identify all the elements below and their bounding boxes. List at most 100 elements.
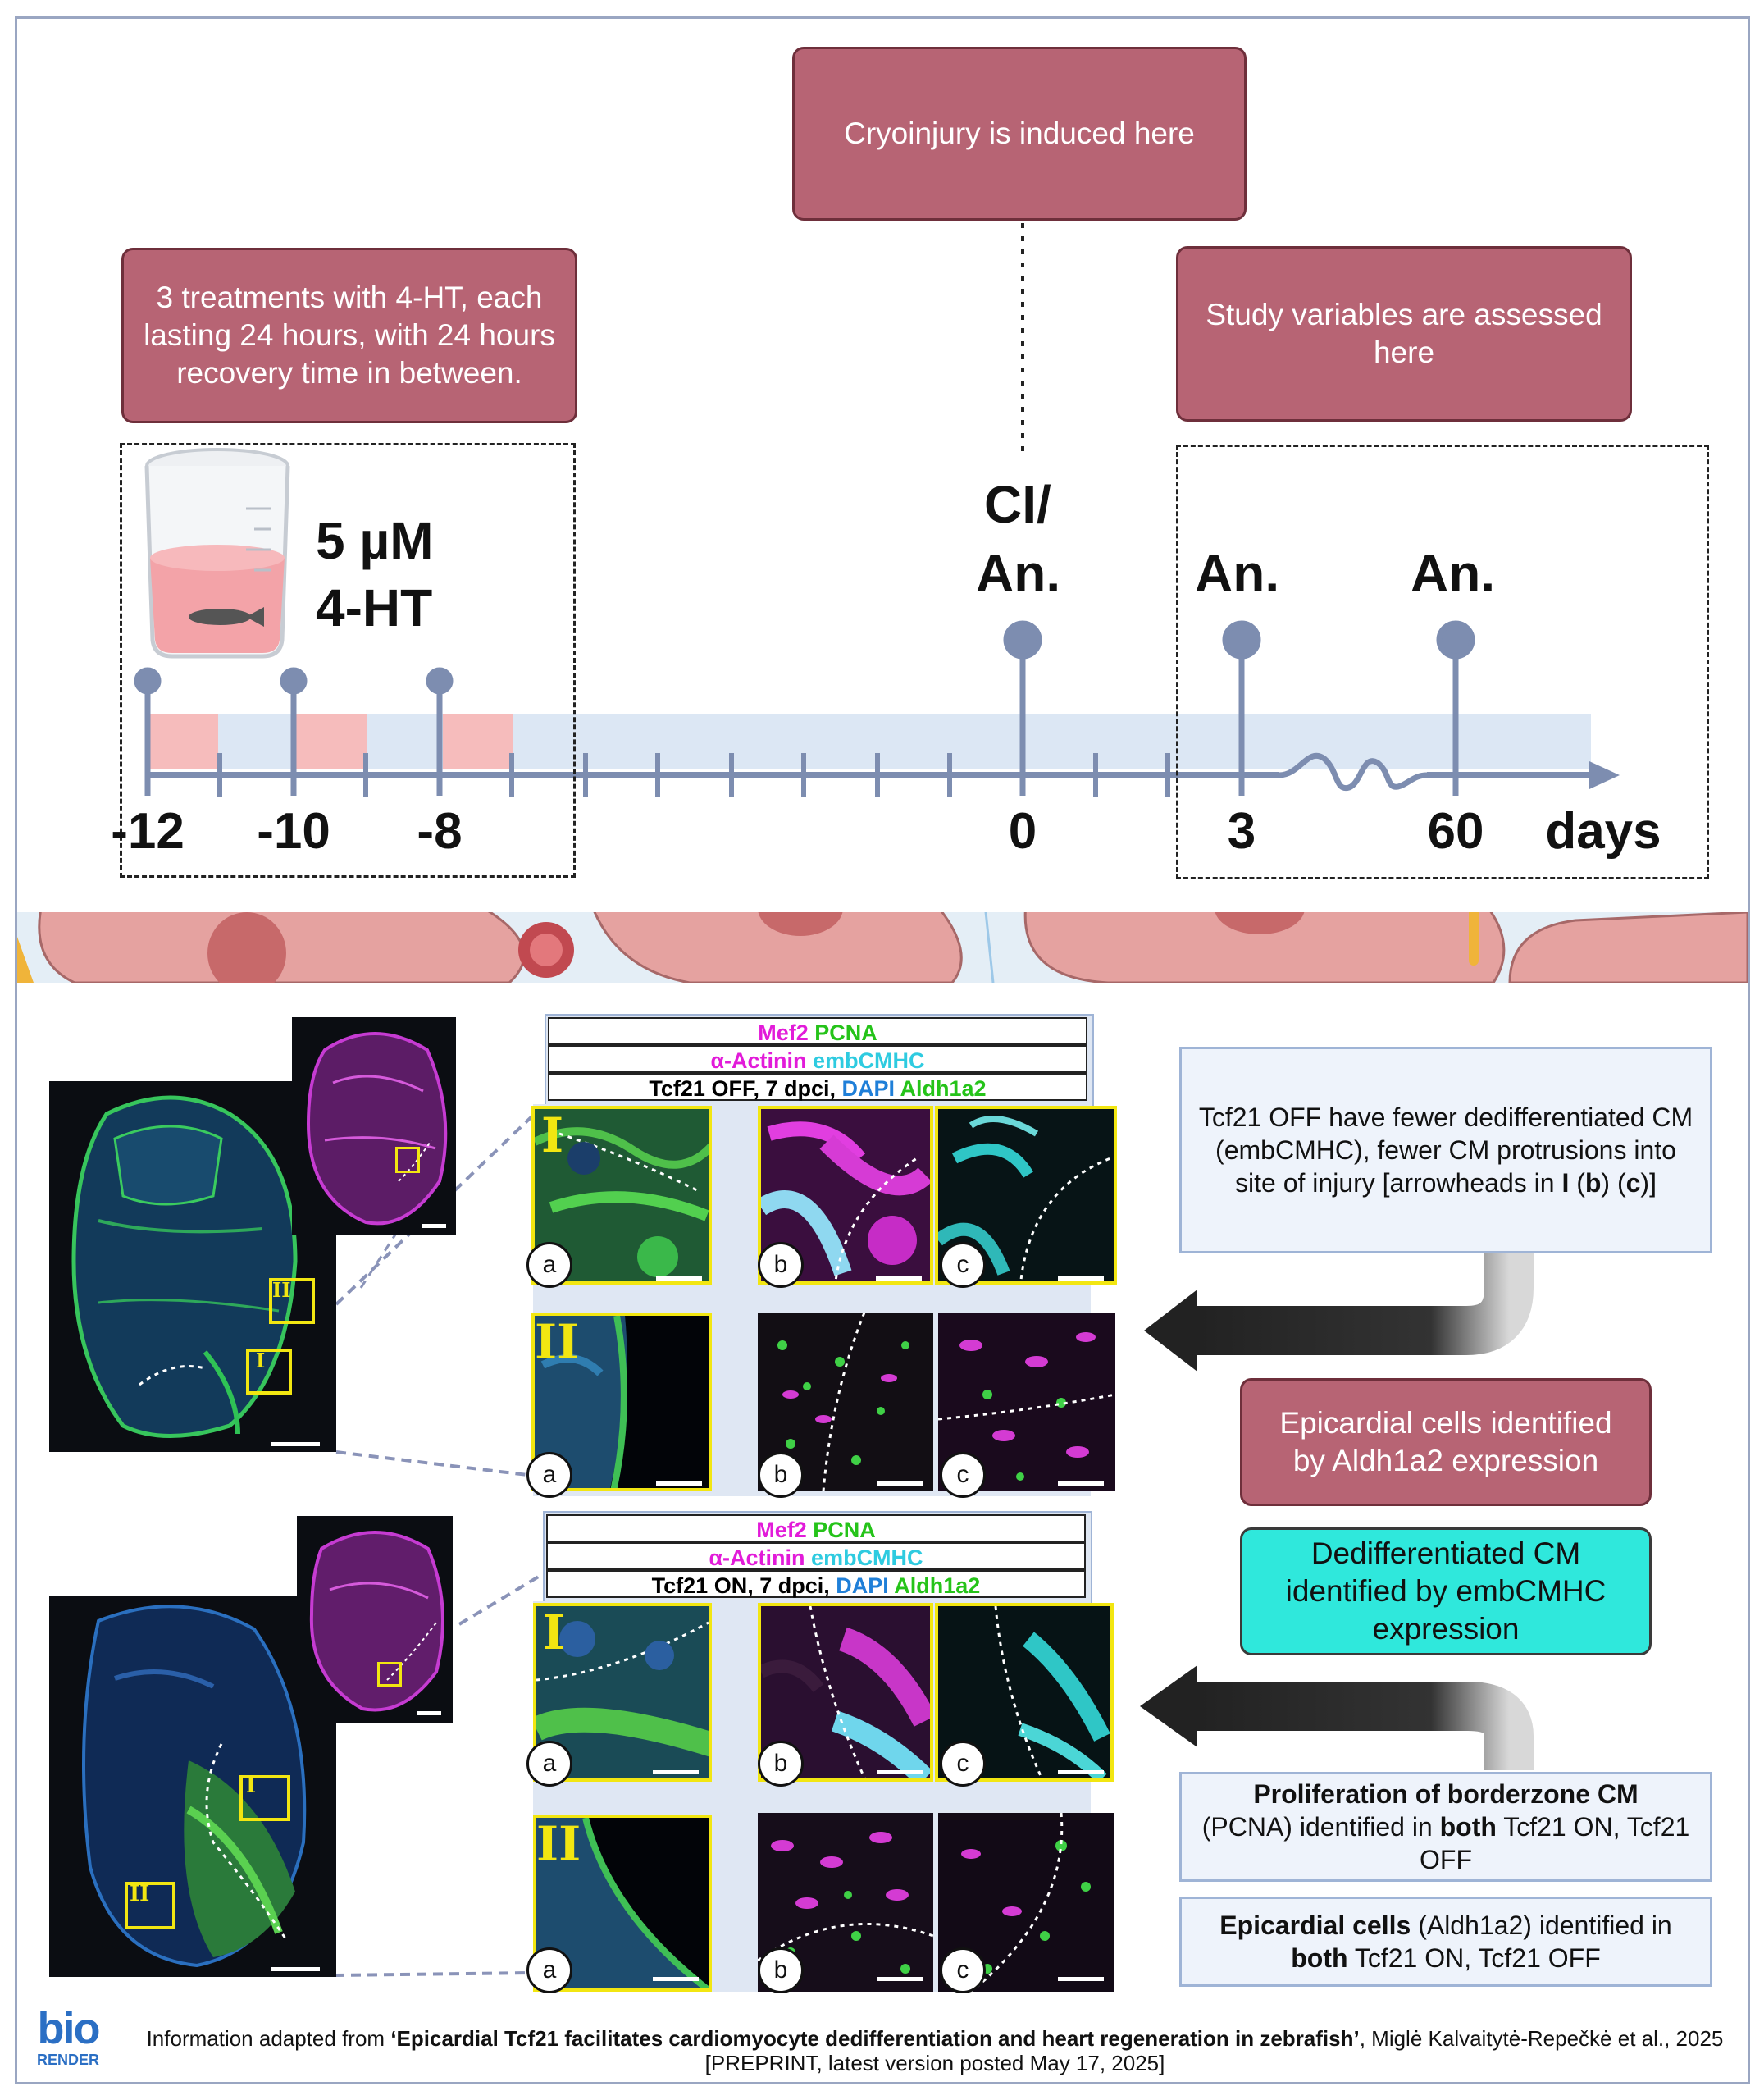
roi-box-II — [125, 1882, 175, 1929]
roi-label-I: I — [256, 1349, 266, 1372]
prolif-bold: Proliferation of borderzone CM — [1253, 1779, 1639, 1809]
citation-prefix: Information adapted from — [146, 2026, 385, 2051]
stain-actinin: α-Actinin — [709, 1545, 805, 1570]
treatment-block-3 — [443, 714, 513, 769]
off-note-text: Tcf21 OFF have fewer dedifferentiated CM… — [1198, 1102, 1693, 1198]
on-header-row-1: Mef2 PCNA — [546, 1514, 1086, 1542]
off-header-row-2: α-Actinin embCMHC — [548, 1045, 1087, 1073]
panel-letter-b: b — [758, 1947, 804, 1993]
stain-embcmhc: embCMHC — [811, 1545, 923, 1570]
off-note-c: c — [1625, 1168, 1641, 1198]
days-label: days — [1545, 803, 1661, 860]
treatment-box: 3 treatments with 4-HT, each lasting 24 … — [121, 248, 577, 423]
timeline-axis — [134, 223, 1620, 797]
on-header-row-2: α-Actinin embCMHC — [546, 1542, 1086, 1570]
scale-bar — [1058, 1977, 1104, 1981]
scale-bar — [656, 1481, 702, 1486]
scale-bar — [1058, 1770, 1104, 1774]
epi2-bold: Epicardial cells — [1219, 1911, 1411, 1940]
inset-roi-box — [377, 1662, 402, 1687]
study-variables-box: Study variables are assessed here — [1176, 246, 1632, 422]
dose-text-2: 4-HT — [316, 578, 433, 637]
cryoinjury-box: Cryoinjury is induced here — [792, 47, 1247, 221]
panel-letter-c: c — [940, 1242, 986, 1288]
roi-label-II: II — [272, 1278, 291, 1302]
scale-bar — [656, 1276, 702, 1281]
prolif-end: Tcf21 ON, Tcf21 OFF — [1420, 1812, 1690, 1874]
stain-pcna: PCNA — [813, 1518, 876, 1542]
panel-label-II: II — [536, 1816, 581, 1872]
panel-label-I: I — [543, 1605, 566, 1660]
scale-bar — [876, 1276, 922, 1281]
ci-label-1: CI/ — [984, 475, 1051, 534]
epicardial-note: Epicardial cells (Aldh1a2) identified in… — [1179, 1897, 1712, 1987]
scale-bar — [422, 1224, 446, 1228]
panel-letter-a: a — [526, 1452, 572, 1498]
stain-embcmhc: embCMHC — [813, 1048, 925, 1073]
on-overview-heart-image: I II — [49, 1596, 336, 1977]
roi-box-I — [239, 1775, 290, 1821]
off-inset-magenta-image — [292, 1017, 456, 1235]
panel-letter-b: b — [758, 1452, 804, 1498]
on-header-row-3: Tcf21 ON, 7 dpci, DAPI Aldh1a2 — [546, 1570, 1086, 1598]
citation-footer: Information adapted from ‘Epicardial Tcf… — [139, 2026, 1730, 2075]
on-inset-magenta-image — [297, 1516, 453, 1723]
prolif-both: both — [1439, 1812, 1497, 1842]
epi2-end: Tcf21 ON, Tcf21 OFF — [1354, 1943, 1601, 1973]
off-overview-heart-image: II I — [49, 1081, 336, 1452]
tick-label: 0 — [1008, 803, 1037, 860]
panel-letter-a: a — [526, 1947, 572, 1993]
logo-render: RENDER — [36, 2052, 99, 2068]
panel-label-I: I — [541, 1107, 564, 1163]
off-header-row-1: Mef2 PCNA — [548, 1017, 1087, 1045]
citation-title: ‘Epicardial Tcf21 facilitates cardiomyoc… — [390, 2026, 1360, 2051]
ci-label-2: An. — [976, 544, 1061, 603]
stain-aldh1a2: Aldh1a2 — [894, 1573, 981, 1598]
scale-bar — [271, 1442, 320, 1446]
panel-label-II: II — [535, 1314, 580, 1370]
panel-letter-b: b — [758, 1741, 804, 1787]
citation-suffix: , Miglė Kalvaitytė-Repečkė et al., 2025 … — [704, 2026, 1724, 2075]
panel-letter-a: a — [526, 1242, 572, 1288]
panel-letter-a: a — [526, 1741, 572, 1787]
an-label-60: An. — [1411, 544, 1496, 603]
tick-label: 3 — [1227, 803, 1256, 860]
biorender-logo: bio RENDER — [31, 2006, 105, 2069]
logo-bio: bio — [37, 2004, 101, 2053]
stain-dapi: DAPI — [841, 1076, 896, 1101]
epi2-mid: (Aldh1a2) identified in — [1418, 1911, 1672, 1940]
beaker-icon — [144, 448, 290, 659]
scale-bar — [877, 1770, 923, 1774]
panel-letter-b: b — [758, 1242, 804, 1288]
off-note-I: I — [1561, 1168, 1570, 1198]
study-dashed-region — [1176, 445, 1709, 879]
scale-bar — [1058, 1276, 1104, 1281]
an-label-3: An. — [1195, 544, 1280, 603]
scale-bar — [1058, 1481, 1104, 1486]
panel-letter-c: c — [940, 1947, 986, 1993]
off-header-row-3: Tcf21 OFF, 7 dpci, DAPI Aldh1a2 — [548, 1073, 1087, 1101]
stain-dapi: DAPI — [836, 1573, 889, 1598]
roi-label-II: II — [130, 1882, 150, 1906]
treatment-block-1 — [149, 714, 218, 769]
scale-bar — [877, 1481, 923, 1486]
stain-aldh1a2: Aldh1a2 — [900, 1076, 987, 1101]
scale-bar — [653, 1977, 699, 1981]
treatment-block-2 — [295, 714, 367, 769]
roi-box-I — [246, 1349, 292, 1395]
stain-pcna: PCNA — [814, 1020, 877, 1045]
stain-mef2: Mef2 — [758, 1020, 809, 1045]
timeline-band — [148, 714, 1591, 769]
roi-box-II — [269, 1278, 315, 1324]
panel-letter-c: c — [940, 1452, 986, 1498]
decorative-cell-strip — [15, 912, 1750, 983]
epi2-both: both — [1291, 1943, 1348, 1973]
off-findings-note: Tcf21 OFF have fewer dedifferentiated CM… — [1179, 1047, 1712, 1253]
proliferation-note: Proliferation of borderzone CM(PCNA) ide… — [1179, 1772, 1712, 1882]
scale-bar — [877, 1977, 923, 1981]
stain-actinin: α-Actinin — [710, 1048, 807, 1073]
roi-label-I: I — [246, 1774, 257, 1798]
inset-roi-box — [395, 1147, 420, 1173]
scale-bar — [417, 1711, 441, 1715]
